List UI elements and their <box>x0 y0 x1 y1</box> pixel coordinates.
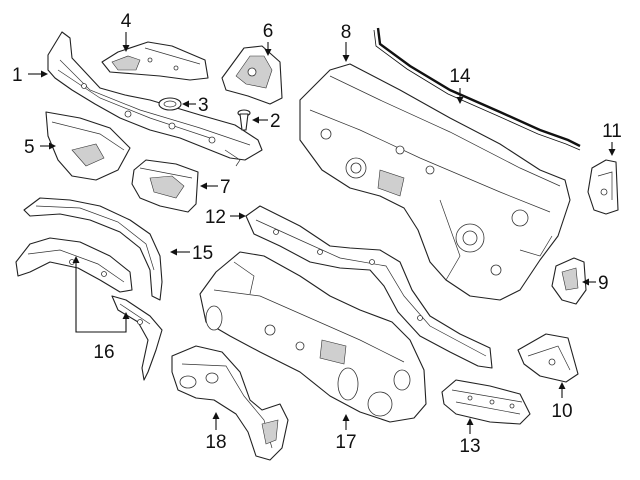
part-8-dash-panel <box>299 63 571 301</box>
part-11-end-bracket <box>587 159 619 215</box>
callout-8: 8 <box>341 22 352 43</box>
callout-13: 13 <box>459 436 480 457</box>
part-16-bracket-lower <box>111 295 163 381</box>
part-18-wheelhouse-liner <box>171 345 289 461</box>
part-12-cross-member <box>245 205 493 369</box>
callout-16: 16 <box>93 342 114 363</box>
callout-5: 5 <box>24 137 35 158</box>
callout-18: 18 <box>205 432 226 453</box>
callout-10: 10 <box>551 401 572 422</box>
callout-14: 14 <box>449 66 471 87</box>
callout-2: 2 <box>270 111 281 132</box>
part-14-weatherstrip <box>373 27 581 151</box>
part-5-side-panel <box>45 111 131 181</box>
callout-15: 15 <box>192 243 213 264</box>
part-6-bracket <box>221 45 283 105</box>
part-3-grommet <box>158 97 182 111</box>
part-7-insulator <box>131 159 199 213</box>
callout-12: 12 <box>205 207 226 228</box>
part-10-bracket <box>517 333 579 383</box>
part-13-channel <box>441 379 531 425</box>
callout-4: 4 <box>121 11 132 32</box>
part-9-bracket <box>551 257 587 305</box>
part-17-dash-insulator <box>199 251 427 423</box>
callout-labels: 1 2 3 4 5 6 7 8 9 10 11 12 13 14 15 16 1… <box>12 11 622 457</box>
callout-11: 11 <box>602 121 622 142</box>
callout-3: 3 <box>198 95 209 116</box>
callout-7: 7 <box>220 177 231 198</box>
part-15-rail <box>23 197 163 301</box>
leader-lines <box>28 32 616 434</box>
part-1-cowl-panel <box>47 31 263 167</box>
part-4-cowl-cover <box>101 41 209 81</box>
callout-9: 9 <box>598 273 609 294</box>
callout-17: 17 <box>335 432 356 453</box>
part-16-panel-upper <box>15 237 133 293</box>
callout-6: 6 <box>263 21 274 42</box>
callout-1: 1 <box>12 65 23 86</box>
part-2-clip <box>237 109 251 131</box>
